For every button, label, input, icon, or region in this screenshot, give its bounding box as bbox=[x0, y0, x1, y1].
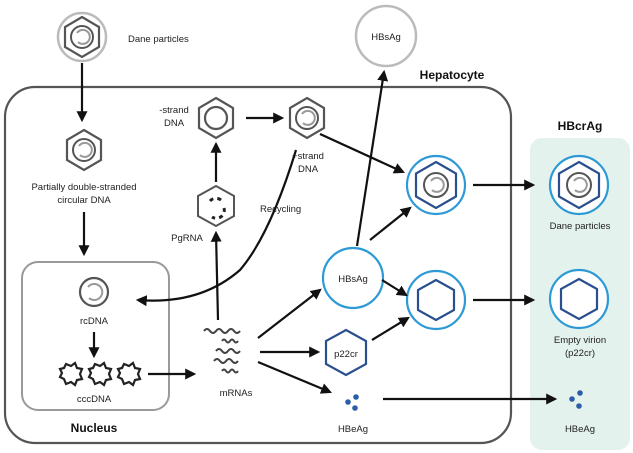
cccdna-icon bbox=[58, 361, 142, 387]
assembled-dane-particle-icon bbox=[405, 154, 467, 216]
p22cr-icon bbox=[324, 328, 368, 377]
plus-strand-label-line2: DNA bbox=[298, 164, 319, 175]
hbeag-middle-icon bbox=[345, 394, 359, 411]
arrow-hbsag-to-empty bbox=[381, 279, 408, 297]
empty-virion-icon bbox=[405, 269, 467, 331]
hepatocyte-label: Hepatocyte bbox=[420, 68, 485, 82]
minus-strand-dna-icon bbox=[197, 96, 235, 140]
rcdna-label: rcDNA bbox=[80, 316, 109, 327]
arrow-plus-to-assembly bbox=[319, 132, 406, 174]
minus-strand-label-line1: -strand bbox=[159, 105, 189, 116]
mrnas-label: mRNAs bbox=[220, 388, 253, 399]
partial-dna-label-line1: Partially double-stranded bbox=[31, 182, 136, 193]
arrow-hbsag-release bbox=[355, 69, 389, 247]
dane-particle-secreted-icon bbox=[548, 154, 610, 216]
nucleus-label: Nucleus bbox=[71, 421, 118, 435]
hbcrag-label: HBcrAg bbox=[558, 119, 603, 133]
recycling-label: Recycling bbox=[260, 204, 301, 215]
arrow-hbsag-to-dane bbox=[369, 206, 412, 241]
nucleus bbox=[21, 261, 170, 411]
hbsag-top-label: HBsAg bbox=[371, 32, 401, 43]
hbsag-released-icon bbox=[354, 4, 418, 68]
partial-dna-label-line2: circular DNA bbox=[57, 195, 111, 206]
dane-particle-icon bbox=[56, 11, 108, 63]
dane-particles-top-label: Dane particles bbox=[128, 34, 189, 45]
p22cr-label: p22cr bbox=[334, 349, 358, 360]
hbeag-secreted-icon bbox=[569, 390, 583, 409]
arrow-mrna-to-hbsag bbox=[257, 288, 322, 339]
plus-strand-label-line1: +strand bbox=[292, 151, 324, 162]
dane-particles-right-label: Dane particles bbox=[550, 221, 611, 232]
hbeag-middle-label: HBeAg bbox=[338, 424, 368, 435]
arrow-mrna-to-pgrna bbox=[210, 230, 222, 321]
cccdna-label: cccDNA bbox=[77, 394, 112, 405]
empty-virion-label-line2: (p22cr) bbox=[565, 348, 595, 359]
minus-strand-label-line2: DNA bbox=[164, 118, 185, 129]
arrow-mrna-to-hbeag bbox=[257, 360, 333, 394]
pgrna-icon bbox=[197, 184, 235, 228]
arrows bbox=[76, 63, 558, 405]
empty-virion-secreted-icon bbox=[548, 268, 610, 330]
hbsag-middle-label: HBsAg bbox=[338, 274, 368, 285]
arrow-p22cr-to-empty bbox=[371, 316, 410, 341]
hbeag-right-label: HBeAg bbox=[565, 424, 595, 435]
hbsag-middle-icon bbox=[321, 246, 385, 310]
plus-strand-dna-icon bbox=[288, 96, 326, 140]
rcdna-icon bbox=[78, 276, 110, 308]
hepatocyte-cell bbox=[3, 85, 513, 445]
mrna-icon bbox=[203, 328, 241, 374]
empty-virion-label-line1: Empty virion bbox=[554, 335, 606, 346]
partial-dna-icon bbox=[65, 128, 103, 172]
arrow-recycling bbox=[135, 149, 298, 307]
pgrna-label: PgRNA bbox=[171, 233, 203, 244]
